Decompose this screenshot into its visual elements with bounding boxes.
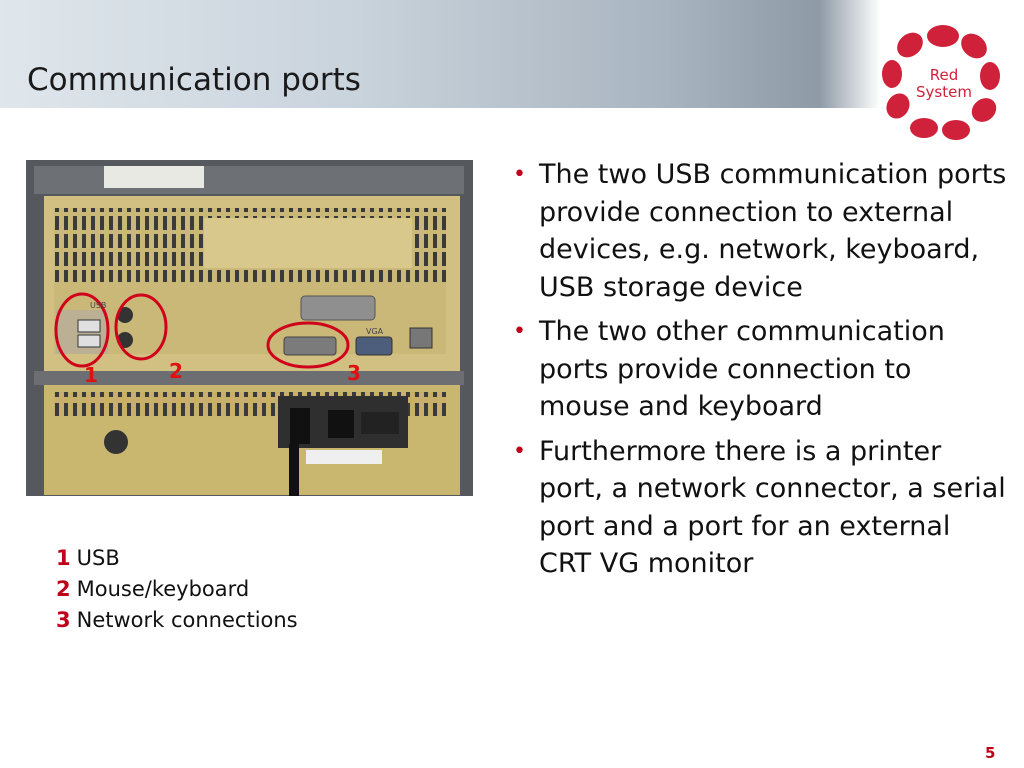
photo-label-1: 1 bbox=[84, 363, 98, 387]
bullet-dot-icon: • bbox=[513, 438, 526, 464]
highlight-circle-mouse-keyboard bbox=[114, 293, 168, 361]
bullet-list: • The two USB communication ports provide… bbox=[513, 156, 1008, 590]
bullet-text: Furthermore there is a printer port, a n… bbox=[539, 435, 1006, 580]
photo-label-3: 3 bbox=[347, 361, 361, 385]
ports-photo: 1 2 3 USB VGA bbox=[26, 160, 473, 496]
bullet-dot-icon: • bbox=[513, 162, 526, 187]
bullet-item: • The two other communication ports provi… bbox=[513, 313, 1008, 426]
legend-number: 2 bbox=[56, 577, 71, 601]
red-system-logo: Red System bbox=[878, 18, 1008, 148]
legend-text: USB bbox=[76, 546, 120, 570]
logo-line1: Red bbox=[930, 66, 959, 84]
page-number: 5 bbox=[985, 744, 996, 762]
bullet-item: • The two USB communication ports provide… bbox=[513, 156, 1008, 306]
bullet-dot-icon: • bbox=[513, 319, 526, 344]
highlight-circle-usb bbox=[54, 292, 110, 368]
header-banner bbox=[0, 0, 1024, 108]
logo-line2: System bbox=[916, 83, 972, 101]
bullet-text: The two other communication ports provid… bbox=[539, 316, 945, 422]
legend-text: Mouse/keyboard bbox=[76, 577, 250, 601]
bullet-item: • Furthermore there is a printer port, a … bbox=[513, 433, 1008, 583]
legend-text: Network connections bbox=[76, 608, 298, 632]
logo-icon: Red System bbox=[882, 25, 1000, 140]
photo-port-label-vga: VGA bbox=[366, 327, 384, 336]
photo-label-2: 2 bbox=[169, 359, 183, 383]
legend-number: 1 bbox=[56, 546, 71, 570]
bullet-text: The two USB communication ports provide … bbox=[539, 159, 1007, 303]
highlight-circle-serial bbox=[266, 321, 350, 369]
legend-number: 3 bbox=[56, 608, 71, 632]
page-title: Communication ports bbox=[27, 62, 361, 98]
photo-port-label-usb: USB bbox=[90, 301, 106, 310]
